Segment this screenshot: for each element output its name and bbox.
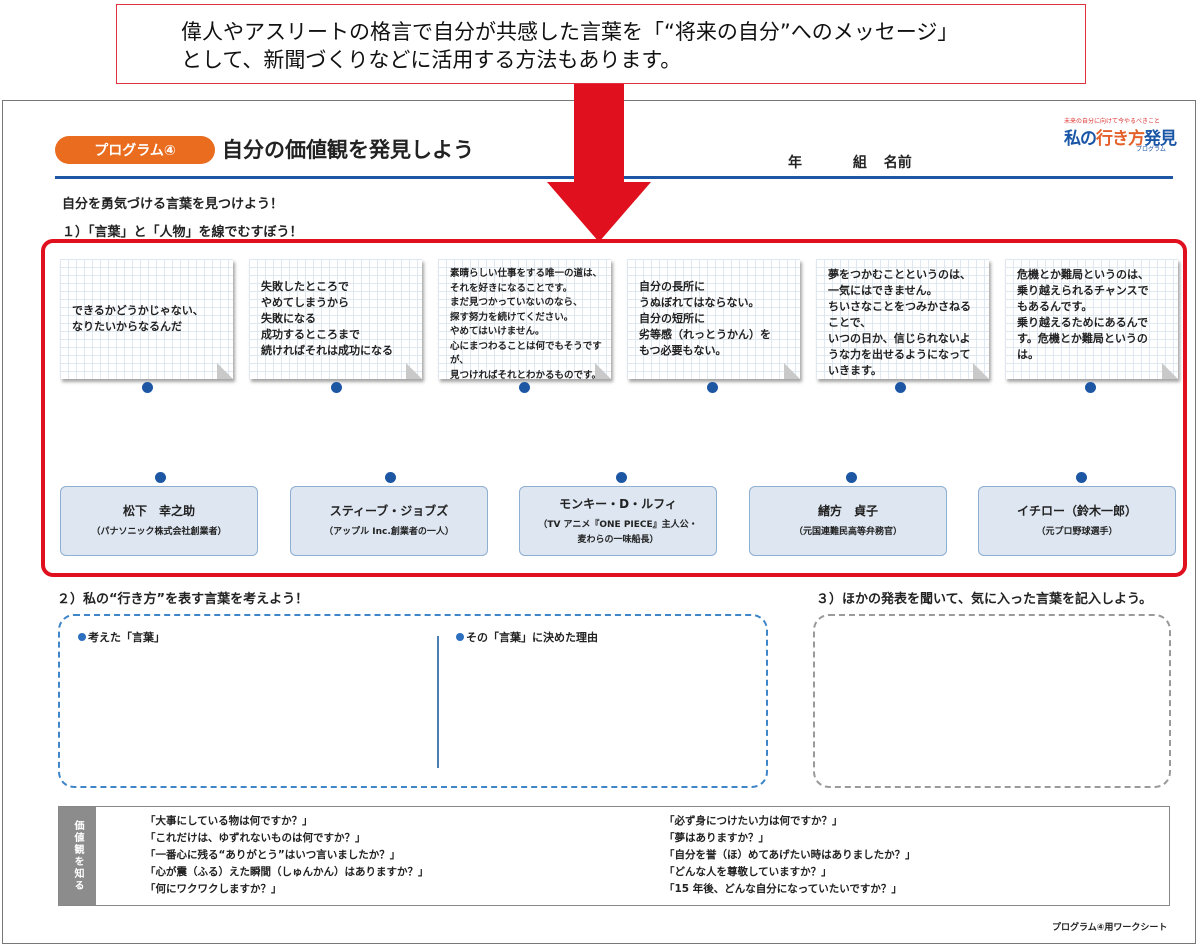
bullet-dot-icon (78, 633, 86, 641)
thought-words-text: 考えた「言葉」 (88, 631, 165, 644)
box-divider (437, 636, 439, 768)
class-label: 組 (852, 155, 867, 171)
section-3-heading: ３）ほかの発表を聞いて、気に入った言葉を記入しよう。 (816, 592, 1153, 607)
quote-dot-1[interactable] (142, 382, 153, 393)
question-item: 「夢はありますか？」 (664, 832, 769, 844)
person-role: （パナソニック株式会社創業者） (91, 527, 227, 537)
person-name: モンキー・D・ルフィ (559, 496, 677, 511)
quote-dot-5[interactable] (895, 382, 906, 393)
person-role: （元プロ野球選手） (1036, 527, 1118, 537)
quote-text: 危機とか難局というのは、 乗り越えられるチャンスで もあるんです。 乗り越えるた… (1017, 268, 1149, 361)
quote-text: 夢をつかむことというのは、 一気にはできません。 ちいさなことをつみかさねる こ… (828, 268, 971, 377)
question-item: 「心が震（ふる）えた瞬間（しゅんかん）はありますか？」 (145, 866, 429, 878)
values-questions-box (58, 806, 1170, 906)
question-item: 「一番心に残る“ありがとう”はいつ言いましたか？」 (145, 849, 401, 861)
section-2-heading: ２）私の“行き方”を表す言葉を考えよう！ (57, 592, 309, 607)
favorite-words-box[interactable] (813, 614, 1171, 788)
page-fold-icon (406, 363, 422, 379)
quote-note-4: 自分の長所に うぬぼれてはならない。 自分の短所に 劣等感（れっとうかん）を も… (627, 259, 800, 379)
down-arrow-icon (547, 84, 651, 242)
question-item: 「必ず身につけたい力は何ですか？」 (664, 815, 843, 827)
values-questions-right: 「必ず身につけたい力は何ですか？」 「夢はありますか？」 「自分を誉（ほ）めてあ… (664, 813, 916, 898)
person-card-1: 松下 幸之助 （パナソニック株式会社創業者） (60, 486, 258, 556)
quote-text: 自分の長所に うぬぼれてはならない。 自分の短所に 劣等感（れっとうかん）を も… (639, 280, 771, 357)
logo-wordmark: 私の行き方発見 (1064, 124, 1177, 149)
person-card-2: スティーブ・ジョブズ （アップル Inc.創業者の一人） (290, 486, 488, 556)
person-dot-1[interactable] (155, 472, 166, 483)
person-dot-2[interactable] (385, 472, 396, 483)
logo-part-a: 私の (1064, 129, 1097, 149)
values-side-label: 価値観を知る (59, 807, 96, 905)
person-name: 松下 幸之助 (122, 504, 195, 518)
reason-text: その「言葉」に決めた理由 (466, 631, 598, 644)
person-dot-4[interactable] (846, 472, 857, 483)
question-item: 「15 年後、どんな自分になっていたいですか？」 (664, 883, 902, 895)
question-item: 「これだけは、ゆずれないものは何ですか？」 (145, 832, 366, 844)
logo-tagline: 未来の自分に向けて今やるべきこと (1064, 118, 1161, 125)
ruby-ogata: おがた (818, 507, 837, 514)
page-fold-icon (595, 363, 611, 379)
name-fields: 年 組 名前 (788, 152, 938, 172)
year-label: 年 (788, 155, 802, 171)
values-questions-left: 「大事にしている物は何ですか？」 「これだけは、ゆずれないものは何ですか？」 「… (145, 813, 429, 898)
person-dot-5[interactable] (1076, 472, 1087, 483)
bullet-dot-icon (456, 633, 464, 641)
question-item: 「どんな人を尊敬していますか？」 (664, 866, 832, 878)
thought-words-label: 考えた「言葉」 (78, 629, 165, 645)
quote-dot-6[interactable] (1085, 382, 1096, 393)
person-name: 緒方 貞子 (817, 504, 878, 518)
person-card-5: イチロー（鈴木一郎） （元プロ野球選手） (978, 486, 1176, 556)
footer-label: プログラム④用ワークシート (1052, 923, 1168, 933)
program-logo: 未来の自分に向けて今やるべきこと 私の行き方発見 プログラム (1064, 110, 1177, 154)
quote-dot-3[interactable] (519, 382, 530, 393)
quote-note-1: できるかどうかじゃない、 なりたいからなるんだ (60, 259, 233, 379)
callout-box: 偉人やアスリートの格言で自分が共感した言葉を「“将来の自分”へのメッセージ」 と… (116, 4, 1086, 84)
worksheet-title: 自分の価値観を発見しよう (222, 138, 474, 162)
quote-dot-2[interactable] (331, 382, 342, 393)
reason-label: その「言葉」に決めた理由 (456, 629, 598, 645)
name-label: 名前 (883, 155, 912, 171)
quote-text: できるかどうかじゃない、 なりたいからなるんだ (72, 304, 204, 333)
quote-note-6: 危機とか難局というのは、 乗り越えられるチャンスで もあるんです。 乗り越えるた… (1005, 259, 1178, 379)
my-words-box[interactable] (58, 614, 768, 788)
quote-note-5: 夢をつかむことというのは、 一気にはできません。 ちいさなことをつみかさねる こ… (816, 259, 989, 379)
program-badge: プログラム④ (55, 136, 215, 164)
quote-note-2: 失敗したところで やめてしまうから 失敗になる 成功するところまで 続ければそれ… (249, 259, 422, 379)
person-dot-3[interactable] (616, 472, 627, 483)
person-role: （アップル Inc.創業者の一人） (324, 527, 454, 537)
logo-part-c: 発見 (1144, 129, 1177, 149)
page-fold-icon (784, 363, 800, 379)
quote-note-3: 素晴らしい仕事をする唯一の道は、 それを好きになることです。 まだ見つかっていな… (438, 259, 611, 381)
callout-line-2: として、新聞づくりなどに活用する方法もあります。 (181, 48, 682, 72)
question-item: 「大事にしている物は何ですか？」 (145, 815, 313, 827)
person-name: イチロー（鈴木一郎） (1016, 504, 1137, 518)
quote-text: 素晴らしい仕事をする唯一の道は、 それを好きになることです。 まだ見つかっていな… (450, 268, 603, 381)
logo-part-b: 行き方 (1096, 129, 1145, 149)
matching-highlight-box (41, 239, 1187, 577)
ruby-sadako: さだこ (854, 507, 873, 514)
quote-text: 失敗したところで やめてしまうから 失敗になる 成功するところまで 続ければそれ… (261, 280, 393, 357)
person-card-3: モンキー・D・ルフィ （TV アニメ『ONE PIECE』主人公・ 麦わらの一味… (519, 486, 717, 556)
page-fold-icon (1162, 363, 1178, 379)
person-card-4: 緒方 貞子 （元国連難民高等弁務官） (749, 486, 947, 556)
person-name: スティーブ・ジョブズ (329, 504, 449, 518)
page-fold-icon (973, 363, 989, 379)
person-role: （TV アニメ『ONE PIECE』主人公・ 麦わらの一味船長） (538, 519, 698, 545)
intro-text: 自分を勇気づける言葉を見つけよう！ (62, 197, 284, 212)
section-1-heading: １）「言葉」と「人物」を線でむすぼう！ (62, 225, 303, 240)
page-fold-icon (217, 363, 233, 379)
question-item: 「何にワクワクしますか？」 (145, 883, 282, 895)
logo-sub: プログラム (1136, 146, 1166, 153)
question-item: 「自分を誉（ほ）めてあげたい時はありましたか？」 (664, 849, 916, 861)
callout-line-1: 偉人やアスリートの格言で自分が共感した言葉を「“将来の自分”へのメッセージ」 (181, 20, 959, 44)
person-role: （元国連難民高等弁務官） (793, 527, 902, 537)
quote-dot-4[interactable] (707, 382, 718, 393)
